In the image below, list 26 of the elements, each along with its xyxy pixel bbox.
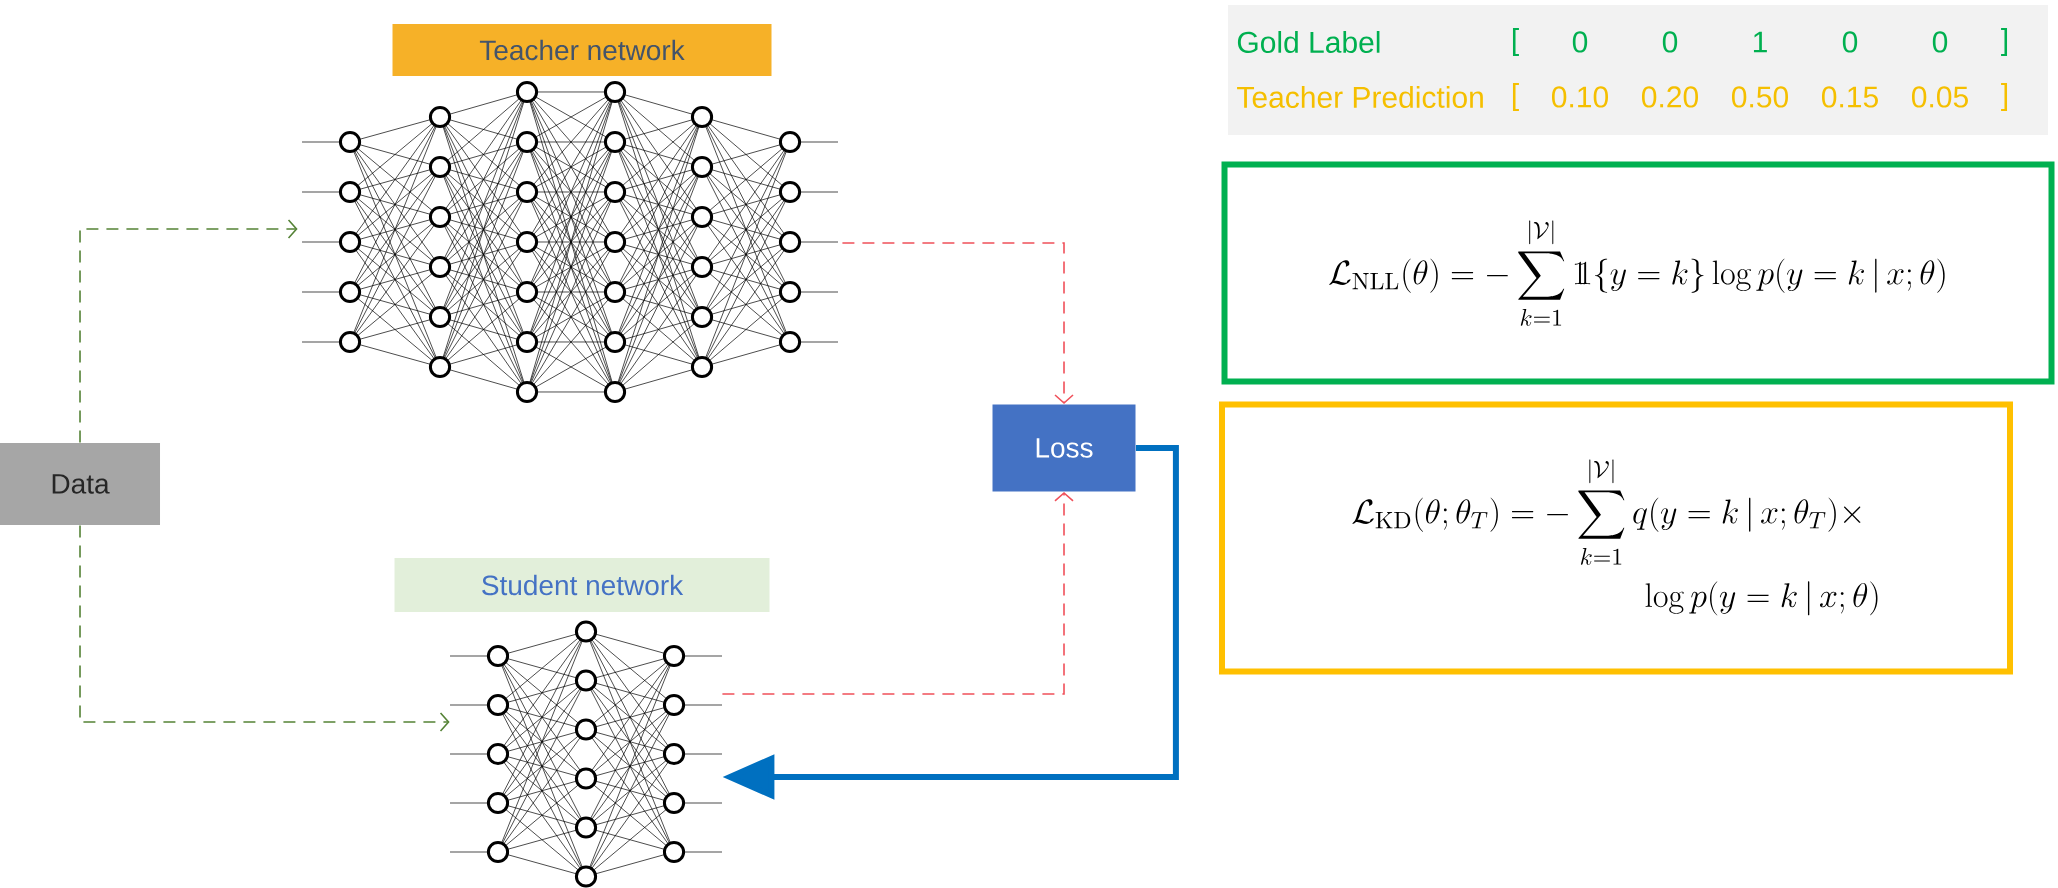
vector-value: 0.50: [1731, 86, 1788, 108]
dashed-arrow: [721, 491, 1074, 695]
vector-value: 0: [1572, 31, 1588, 53]
formula-box: $\mathcal{L}_{\mathrm{NLL}}(\theta) = -\sum_{k=1}^{|\mathcal{V}|} \mathrm{1}\mkern-5.5mu\mathrm{1}\{y = k\} \log p(y = k \,|\, x; \theta)$: [1221, 161, 2055, 385]
vector-value: 0: [1842, 31, 1858, 53]
vector-value: 0: [1662, 31, 1678, 53]
network-heading: Student network: [394, 558, 770, 612]
vector-value: 0.05: [1911, 86, 1968, 108]
vector-value: 0.10: [1551, 86, 1608, 108]
data-box: Data: [0, 443, 160, 525]
bracket: [: [1512, 83, 1519, 111]
bracket: ]: [2001, 83, 2007, 111]
dashed-arrow: [841, 242, 1074, 405]
network-heading: Teacher network: [392, 24, 772, 76]
vector-value: 0: [1932, 31, 1948, 53]
vector-value: 0.20: [1641, 86, 1698, 108]
dashed-arrow: [79, 219, 298, 444]
dashed-arrow: [79, 524, 450, 732]
bracket: [: [1512, 28, 1519, 56]
row-label: Teacher Prediction: [1237, 85, 1483, 108]
vector-value: 0.15: [1821, 86, 1878, 108]
row-label: Gold Label: [1237, 30, 1380, 53]
loss-box: Loss: [992, 404, 1136, 492]
bracket: ]: [2001, 28, 2007, 56]
formula-box: $\begin{aligned}\mathcal{L}_{\mathrm{KD}}(\theta;\theta_T) = -&\sum_{k=1}^{|\mathcal{V}|} q(y = k \,|\, x; \theta_T)\times \\ &\qquad\log p(y = k \,|\, x; \theta)\end{aligned}$: [1219, 401, 2013, 675]
vector-value: 1: [1753, 31, 1767, 53]
